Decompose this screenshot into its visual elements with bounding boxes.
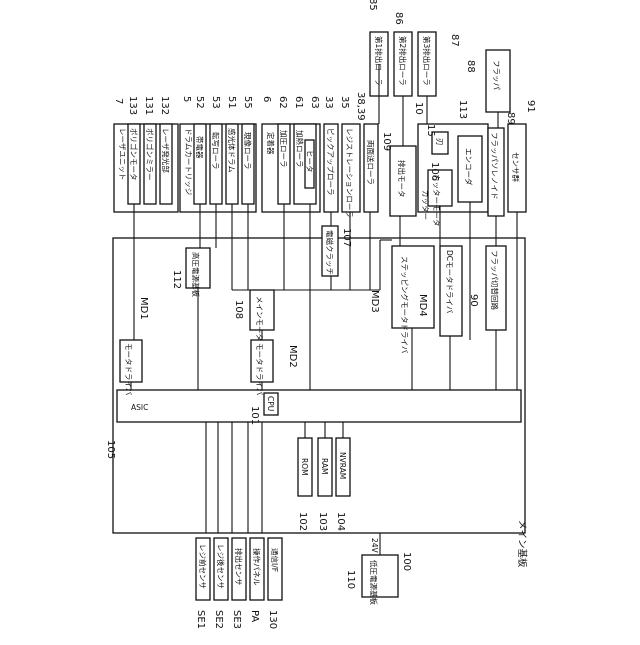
motor-driver-md2-label: モータドライバ <box>255 343 264 396</box>
lv-board-box <box>362 555 398 597</box>
ref-101: 101 <box>249 406 260 425</box>
ref-63: 63 <box>309 96 320 109</box>
asic-label: ASIC <box>131 403 148 412</box>
ref-61: 61 <box>293 96 304 109</box>
sensors-label: センサ群 <box>511 152 521 182</box>
reg-front-sensor-label: レジ前センサ <box>198 544 208 589</box>
heater-label: ヒータ <box>305 150 314 173</box>
laser-unit-label: レーザユニット <box>118 128 127 180</box>
exit-sensor-label: 排出センサ <box>234 548 244 586</box>
ref-md1: MD1 <box>138 297 149 320</box>
fixer-label: 定着器 <box>266 132 276 155</box>
ref-130: 130 <box>267 610 278 629</box>
polygon-motor-label: ポリゴンモータ <box>129 128 139 181</box>
ref-pa: PA <box>249 610 260 622</box>
em-clutch-label: 電磁クラッチ <box>325 230 335 275</box>
blade-label: 刃 <box>435 138 444 146</box>
ref-55: 55 <box>242 96 253 109</box>
ref-87: 87 <box>449 34 460 47</box>
ref-5: 5 <box>181 96 192 102</box>
heat-roller-label: 加熱ローラ <box>295 130 305 168</box>
ref-53: 53 <box>210 96 221 109</box>
ref-91: 91 <box>525 100 536 113</box>
ref-106: 106 <box>429 162 440 181</box>
comm-if-label: 通信I/F <box>270 548 280 572</box>
ref-52: 52 <box>194 96 205 109</box>
ref-110: 110 <box>345 570 356 589</box>
lv-board-label: 低圧電源基板 <box>369 560 379 605</box>
flapper-switch-label: フラッパ切替回路 <box>490 250 500 310</box>
duplex-roller-label: 両面送ローラ <box>366 140 376 185</box>
v24-label: 24V <box>370 538 379 554</box>
main-board-label: メイン基板 <box>516 520 528 568</box>
ref-109: 109 <box>381 132 392 151</box>
ref-88: 88 <box>465 60 476 73</box>
reg-rear-sensor-label: レジ後センサ <box>216 544 226 589</box>
ref-62: 62 <box>277 96 288 109</box>
stepping-driver-label: ステッピングモータドライバ <box>400 256 410 354</box>
dc-driver-label: DCモータドライバ <box>445 250 454 314</box>
pressure-roller-label: 加圧ローラ <box>279 130 289 168</box>
encoder-label: エンコーダ <box>464 148 474 186</box>
ref-104: 104 <box>335 512 346 531</box>
ref-38-39: 38,39 <box>355 92 366 121</box>
ref-51: 51 <box>226 96 237 109</box>
ref-se3: SE3 <box>231 610 242 629</box>
exit-roller-3-label: 第3排出ローラ <box>422 36 432 86</box>
ref-102: 102 <box>297 512 308 531</box>
rom-label: ROM <box>300 458 309 476</box>
ref-108: 108 <box>233 300 244 319</box>
transfer-roller-label: 転写ローラ <box>211 132 220 170</box>
asic-box <box>117 390 521 422</box>
ref-132: 132 <box>159 96 170 115</box>
main-motor-label: メインモータ <box>255 296 264 341</box>
nvram-label: NVRAM <box>338 452 347 479</box>
motor-driver-md1-label: モータドライバ <box>124 343 133 396</box>
exit-roller-2-label: 第2排出ローラ <box>398 36 408 86</box>
ref-md4: MD4 <box>417 294 428 317</box>
charger-label: 帯電器 <box>195 136 205 159</box>
pickup-roller-label: ピックアップローラ <box>326 128 335 196</box>
cpu-label: CPU <box>266 396 275 411</box>
flapper-solenoid-label: フラッパソレノイド <box>490 132 499 200</box>
polygon-mirror-label: ポリゴンミラー <box>145 128 155 181</box>
ref-md3: MD3 <box>369 290 380 313</box>
ref-112: 112 <box>171 270 182 289</box>
ref-se1: SE1 <box>195 610 206 629</box>
ref-103: 103 <box>317 512 328 531</box>
ref-35: 35 <box>339 96 350 109</box>
ref-85: 85 <box>367 0 378 11</box>
flapper-label: フラッパ <box>492 60 501 90</box>
drum-cartridge-label: ドラムカートリッジ <box>184 128 193 196</box>
ref-33: 33 <box>323 96 334 109</box>
ref-10: 10 <box>413 102 424 115</box>
ref-7: 7 <box>113 98 124 104</box>
laser-emitter-label: レーザ発光部 <box>161 128 171 173</box>
dev-roller-label: 現像ローラ <box>243 132 253 170</box>
ref-113: 113 <box>457 100 468 119</box>
ref-6: 6 <box>261 96 272 102</box>
registration-roller-label: レジストレーションローラ <box>345 128 354 218</box>
ram-label: RAM <box>320 458 329 475</box>
ref-89: 89 <box>505 112 516 125</box>
ref-se2: SE2 <box>213 610 224 629</box>
ref-md2: MD2 <box>287 345 298 368</box>
photo-drum-label: 感光体ドラム <box>227 128 237 173</box>
ref-15: 15 <box>425 124 436 137</box>
hv-board-label: 高圧電源基板 <box>191 252 201 297</box>
ref-86: 86 <box>393 12 404 25</box>
ref-131: 131 <box>143 96 154 115</box>
ref-105: 105 <box>105 440 116 459</box>
ref-100: 100 <box>401 552 412 571</box>
ref-133: 133 <box>127 96 138 115</box>
op-panel-label: 操作パネル <box>252 548 262 586</box>
exit-motor-label: 排出モータ <box>397 160 407 198</box>
